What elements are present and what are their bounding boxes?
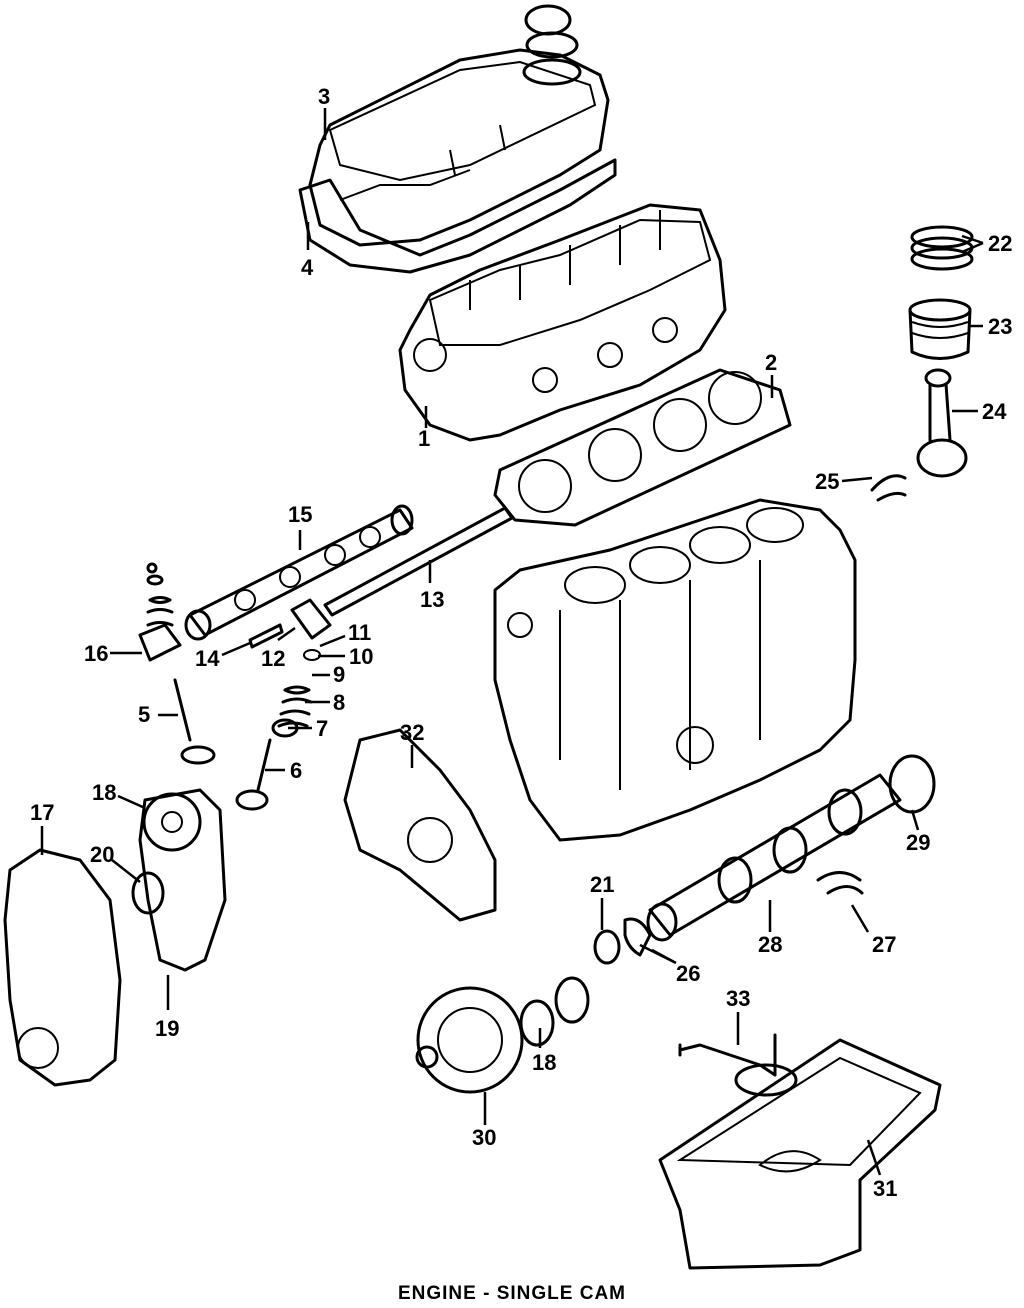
callout-9: 9 [333,662,345,687]
intake-valve [173,678,216,765]
callout-13: 13 [420,587,444,612]
connecting-rod [916,368,968,478]
callout-7: 7 [316,716,328,741]
callout-19: 19 [155,1016,179,1041]
callout-23: 23 [988,314,1012,339]
callout-22: 22 [988,231,1012,256]
callout-6: 6 [290,758,302,783]
callout-31: 31 [873,1176,897,1201]
callout-16: 16 [84,641,108,666]
callout-24: 24 [982,399,1007,424]
callout-2: 2 [765,350,777,375]
timing-cover [3,848,122,1087]
callout-5: 5 [138,702,150,727]
cylinder-head [398,203,727,442]
callout-18-upper: 18 [92,780,116,805]
crank-pulley [415,986,524,1094]
leader-lines [40,108,984,1176]
callout-25: 25 [815,469,839,494]
callout-33: 33 [726,986,750,1011]
callout-15: 15 [288,502,312,527]
callout-30: 30 [472,1125,496,1150]
callout-26: 26 [676,961,700,986]
rocker-arm [290,598,332,640]
oil-pump [343,728,497,922]
callout-10: 10 [349,644,373,669]
diagram-caption: ENGINE - SINGLE CAM [397,1283,626,1304]
callout-29: 29 [906,830,930,855]
lifter [248,623,284,649]
crankshaft [646,773,902,942]
oil-pan [658,1038,942,1270]
callout-32: 32 [400,720,424,745]
engine-block [493,498,857,842]
main-bearing [816,871,864,895]
exhaust-valve [235,738,272,811]
cam-sprocket [142,792,202,852]
callout-17: 17 [30,800,54,825]
rocker-shaft [323,506,514,617]
callout-21: 21 [590,872,614,897]
piston-rings [910,225,974,271]
callout-8: 8 [333,690,345,715]
timing-belt [138,788,227,972]
camshaft [184,504,414,641]
callout-3: 3 [318,84,330,109]
callout-14: 14 [195,646,220,671]
front-seal [593,929,621,965]
thrust-bearing [623,917,652,957]
callout-27: 27 [872,932,896,957]
rear-main-seal [888,754,936,814]
callout-11: 11 [348,620,371,645]
oil-pickup [678,1033,777,1077]
callout-18-lower: 18 [532,1050,556,1075]
callout-12: 12 [261,646,285,671]
head-gasket [493,368,792,527]
callout-20: 20 [90,842,114,867]
callout-1: 1 [418,426,430,451]
callout-labels: 1 2 3 4 5 6 7 8 9 10 11 12 13 14 15 16 1… [30,84,1012,1201]
crank-sprocket [519,976,590,1047]
callout-4: 4 [301,255,314,280]
valve-cover-gasket [298,158,617,274]
belt-tensioner [131,871,165,915]
callout-28: 28 [758,932,782,957]
piston [908,298,972,360]
valve-spring-assembly-left [138,562,182,662]
rod-bearing [870,474,907,502]
valve-cover [308,4,610,247]
